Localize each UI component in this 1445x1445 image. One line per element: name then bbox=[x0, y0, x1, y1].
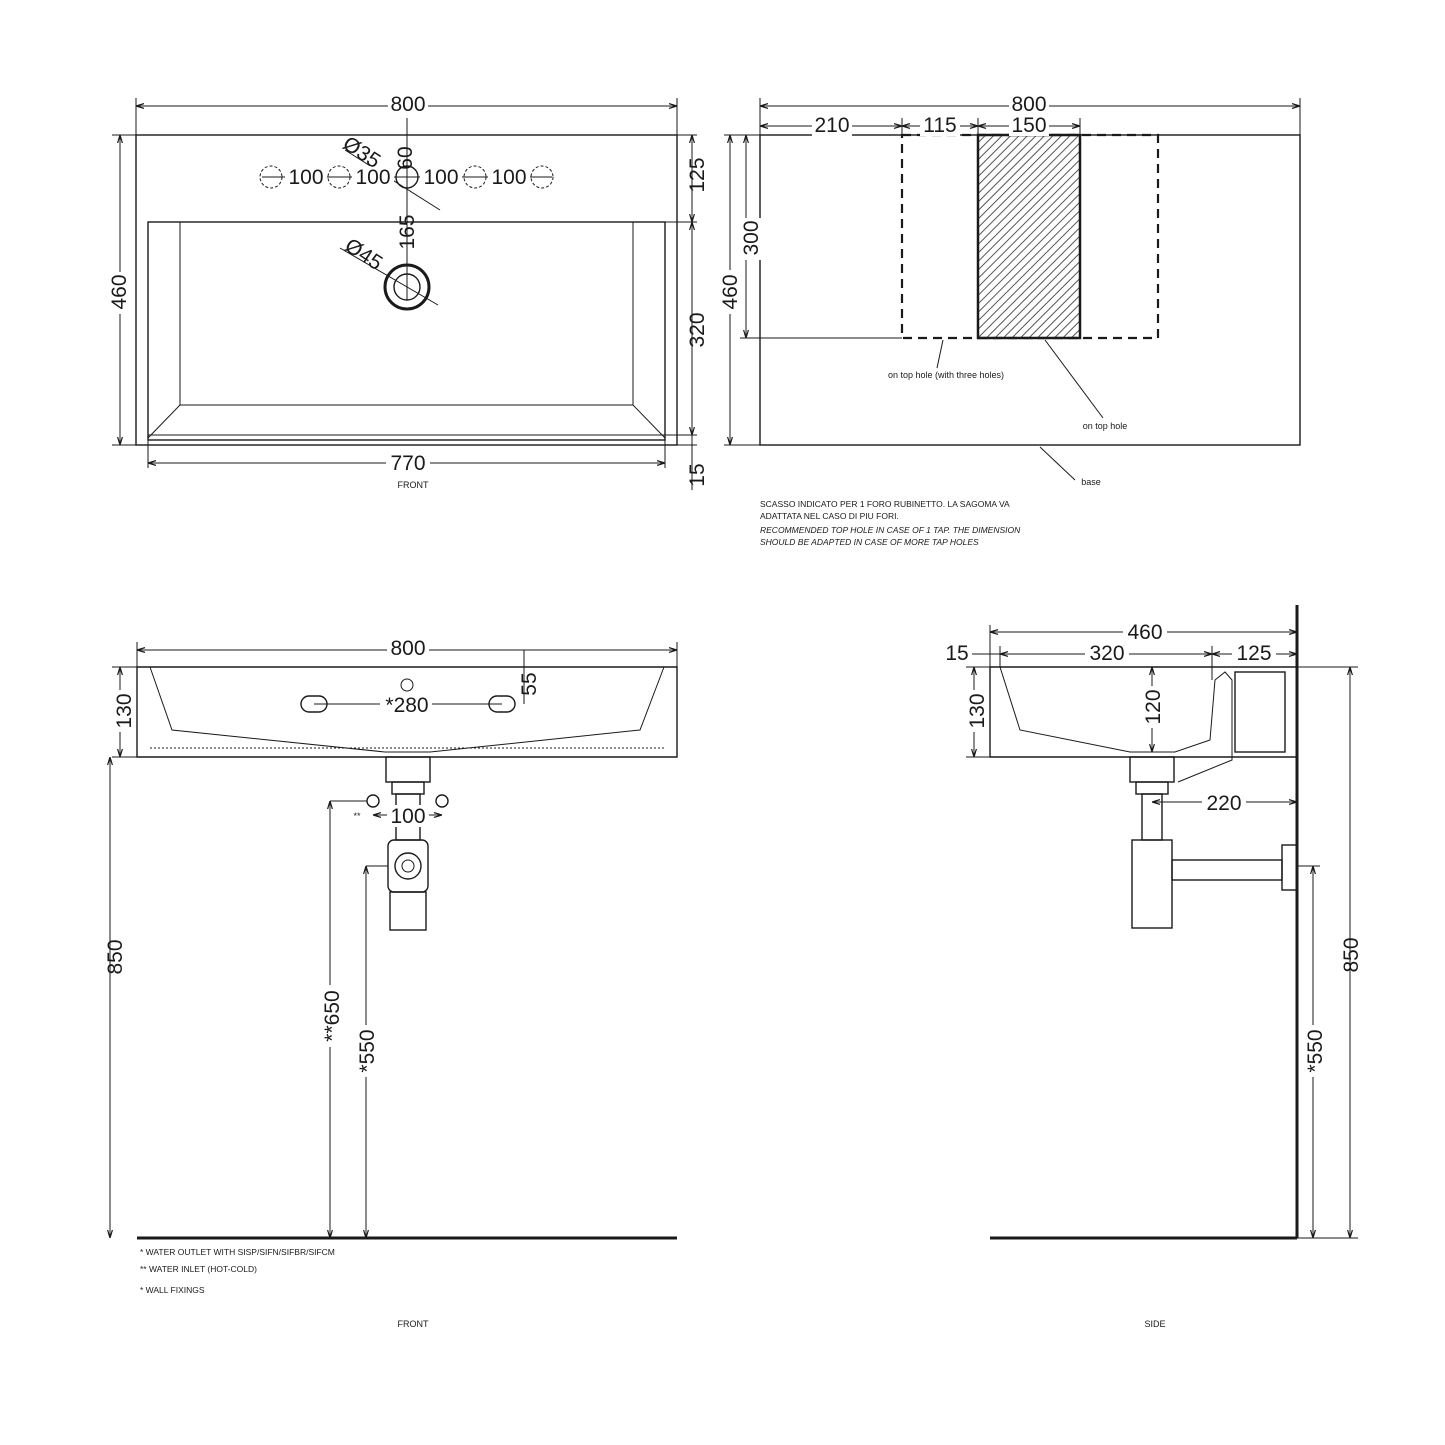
side-basin-body bbox=[989, 666, 1298, 758]
note-en-2: SHOULD BE ADAPTED IN CASE OF MORE TAP HO… bbox=[760, 537, 979, 547]
side-rear-dim: 125 bbox=[1236, 642, 1271, 665]
note-en-1: RECOMMENDED TOP HOLE IN CASE OF 1 TAP. T… bbox=[760, 525, 1021, 535]
plan-seg-dim-1: 210 bbox=[814, 114, 849, 137]
inlet-spacing-dim: 100 bbox=[390, 805, 425, 828]
side-trap-projection-dim: 220 bbox=[1206, 792, 1241, 815]
bottom-side-view: 460 15 320 125 130 120 220 850 bbox=[945, 605, 1363, 1329]
side-waste-trap bbox=[1129, 756, 1298, 929]
hole-spacing-2: 100 bbox=[355, 166, 390, 189]
outlet-height-dim: *550 bbox=[356, 1029, 379, 1072]
legend-3: * WALL FIXINGS bbox=[140, 1285, 205, 1295]
top-front-right-dim-1: 125 bbox=[686, 157, 709, 192]
hole-spacing-1: 100 bbox=[288, 166, 323, 189]
top-front-caption: FRONT bbox=[398, 480, 429, 490]
side-height-dim: 130 bbox=[966, 693, 989, 728]
note-it-1: SCASSO INDICATO PER 1 FORO RUBINETTO. LA… bbox=[760, 499, 1010, 509]
legend-2: ** WATER INLET (HOT-COLD) bbox=[140, 1264, 257, 1274]
tap-offset-dim: 60 bbox=[394, 146, 417, 169]
label-three-holes: on top hole (with three holes) bbox=[888, 370, 1004, 380]
top-front-view: 800 460 770 FRONT 125 320 15 bbox=[108, 92, 709, 490]
plan-seg-dim-3: 150 bbox=[1011, 114, 1046, 137]
note-it-2: ADATTATA NEL CASO DI PIU FORI. bbox=[760, 511, 899, 521]
top-front-inner-width-dim: 770 bbox=[390, 452, 425, 475]
side-bracket bbox=[1234, 671, 1286, 753]
front-waste-trap bbox=[385, 756, 431, 931]
bottom-side-caption: SIDE bbox=[1144, 1319, 1165, 1329]
label-base: base bbox=[1081, 477, 1101, 487]
plan-seg-dim-2: 115 bbox=[923, 114, 956, 137]
hole-spacing-3: 100 bbox=[423, 166, 458, 189]
inlet-marker: ** bbox=[353, 811, 361, 821]
drain-hole bbox=[339, 200, 439, 311]
side-front-lip-dim: 15 bbox=[945, 642, 968, 665]
top-front-width-dim: 800 bbox=[390, 93, 425, 116]
plan-width-dim: 800 bbox=[1011, 93, 1046, 116]
bottom-front-caption: FRONT bbox=[398, 1319, 429, 1329]
label-top-hole: on top hole bbox=[1083, 421, 1128, 431]
top-front-right-dim-2: 320 bbox=[686, 312, 709, 347]
side-basin-depth-dim: 320 bbox=[1089, 642, 1124, 665]
legend-1: * WATER OUTLET WITH SISP/SIFN/SIFBR/SIFC… bbox=[140, 1247, 335, 1257]
front-floor-height-dim: 850 bbox=[104, 939, 127, 974]
inlet-height-dim: **650 bbox=[321, 990, 344, 1041]
side-floor-height-dim: 850 bbox=[1340, 937, 1363, 972]
single-hole-cutout bbox=[976, 133, 1082, 340]
top-plan-view: 800 210 115 150 460 300 on top hole (wit… bbox=[719, 92, 1301, 547]
front-width-dim: 800 bbox=[390, 637, 425, 660]
side-outlet-height-dim: *550 bbox=[1304, 1029, 1327, 1072]
fixing-spacing-dim: *280 bbox=[385, 694, 428, 717]
overflow-dim: 55 bbox=[518, 672, 541, 695]
bottom-front-view: *280 55 800 130 850 bbox=[104, 637, 678, 1329]
plan-cut-depth-dim: 300 bbox=[740, 220, 763, 255]
top-front-right-dim-3: 15 bbox=[686, 463, 709, 486]
drain-offset-dim: 165 bbox=[396, 214, 419, 249]
drain-diameter: Ø45 bbox=[341, 234, 387, 275]
front-basin-body bbox=[136, 666, 678, 758]
front-height-dim: 130 bbox=[113, 693, 136, 728]
top-front-depth-dim: 460 bbox=[108, 274, 131, 309]
plan-depth-dim: 460 bbox=[719, 274, 742, 309]
hole-spacing-4: 100 bbox=[491, 166, 526, 189]
side-depth-dim: 460 bbox=[1127, 621, 1162, 644]
side-drain-height-dim: 120 bbox=[1142, 689, 1165, 724]
